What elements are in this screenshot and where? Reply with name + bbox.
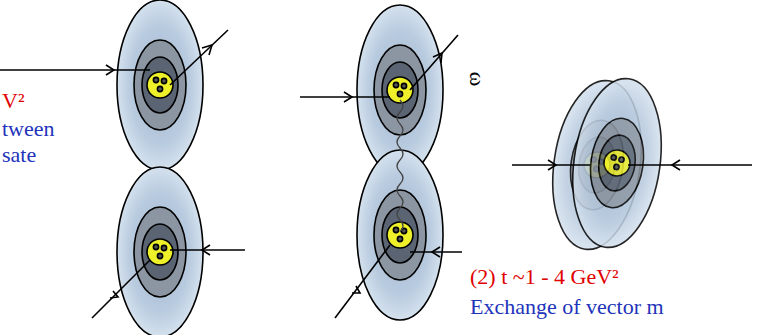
description-text: sate bbox=[2, 142, 36, 168]
meson-symbol: ω bbox=[464, 72, 490, 86]
description-text: Exchange of vector m bbox=[470, 294, 664, 320]
momentum-transfer-label: (2) t ~1 - 4 GeV² bbox=[470, 264, 619, 290]
description-text: tween bbox=[2, 116, 55, 142]
momentum-transfer-label: V² bbox=[2, 88, 24, 114]
